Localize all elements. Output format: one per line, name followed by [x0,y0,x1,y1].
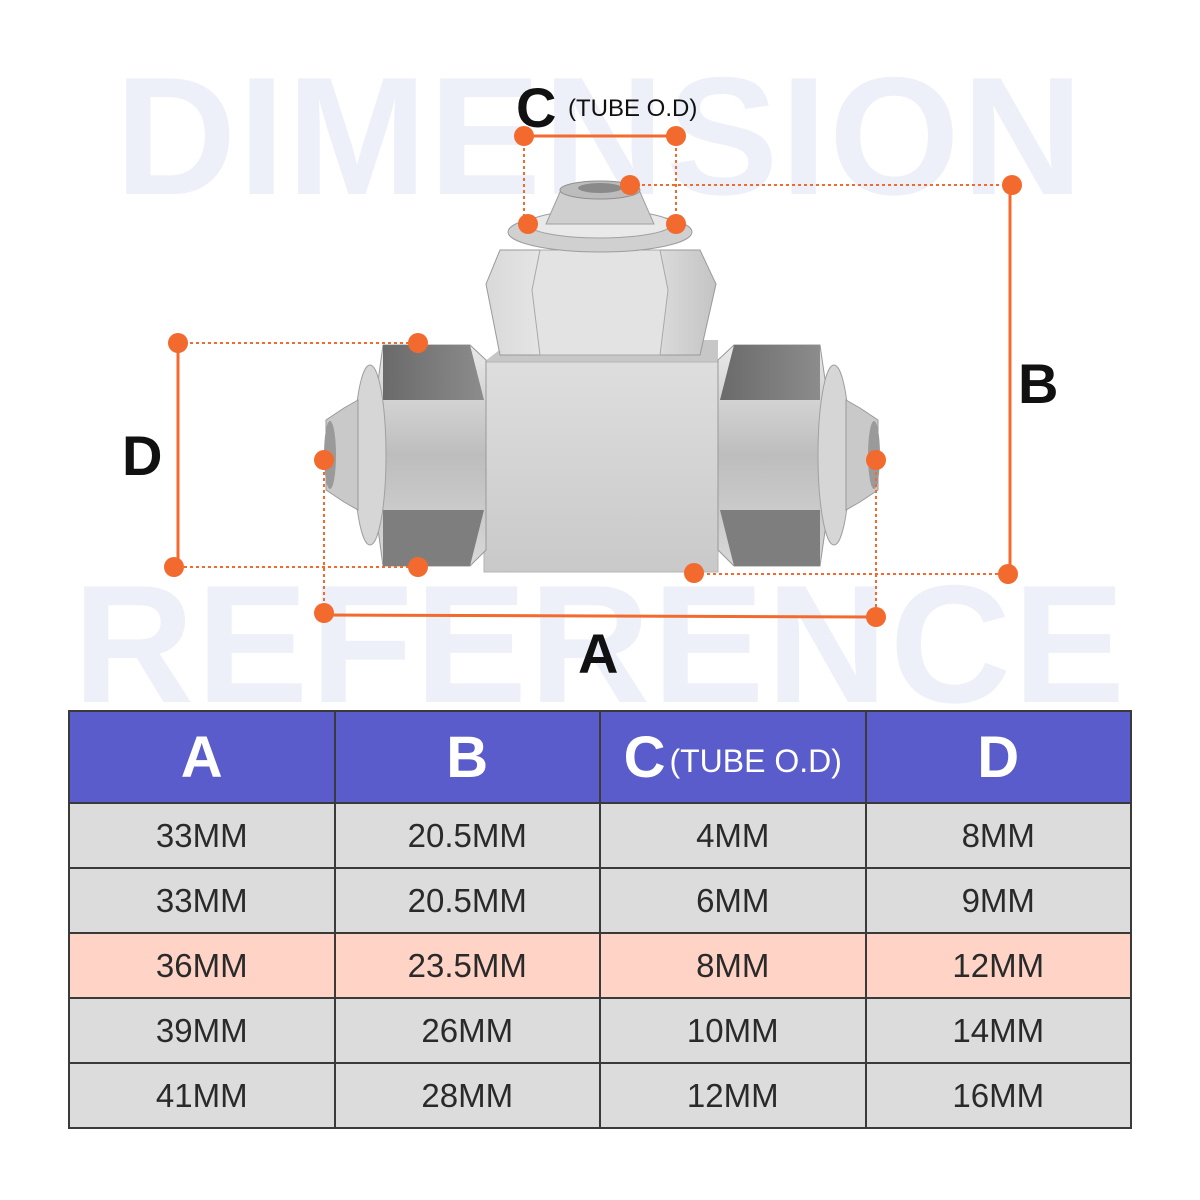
table-cell: 9MM [864,867,1132,934]
table-cell: 20.5MM [333,867,601,934]
header-c-note: (TUBE O.D) [669,742,842,779]
header-b: B [333,710,601,804]
label-d: D [122,424,163,487]
table-cell: 16MM [864,1062,1132,1129]
header-d: D [864,710,1132,804]
table-cell: 33MM [68,867,336,934]
table-cell: 20.5MM [333,802,601,869]
watermark-reference: REFERENCE [72,550,1128,738]
table-cell: 12MM [864,932,1132,999]
label-c-note: (TUBE O.D) [568,95,698,122]
table-cell: 36MM [68,932,336,999]
table-cell: 12MM [599,1062,867,1129]
table-cell: 4MM [599,802,867,869]
label-c: C [516,76,557,139]
table-cell: 23.5MM [333,932,601,999]
header-c: C(TUBE O.D) [599,710,867,804]
left-port [324,344,487,567]
right-port [717,344,880,567]
table-cell: 26MM [333,997,601,1064]
table-cell: 33MM [68,802,336,869]
table-cell: 8MM [864,802,1132,869]
table-cell: 41MM [68,1062,336,1129]
table-cell: 6MM [599,867,867,934]
table-cell: 28MM [333,1062,601,1129]
top-port [485,180,717,356]
dimension-dots [164,126,1022,627]
header-a: A [68,710,336,804]
tee-fitting-diagram [164,126,1022,627]
table-header-row: A B C(TUBE O.D) D [68,710,1132,804]
tee-body [483,340,719,573]
table-cell: 8MM [599,932,867,999]
table-cell: 10MM [599,997,867,1064]
table-cell: 39MM [68,997,336,1064]
dimension-lines [176,134,1012,619]
label-b: B [1018,352,1059,415]
label-a: A [578,622,619,685]
table-cell: 14MM [864,997,1132,1064]
